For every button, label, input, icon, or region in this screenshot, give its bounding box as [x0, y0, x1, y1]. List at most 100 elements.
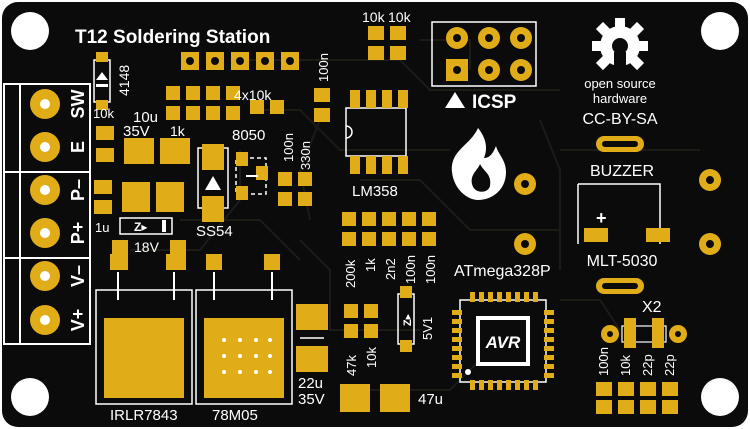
mcu-pin-pad — [544, 346, 554, 351]
resistor-array-4x10k — [166, 86, 240, 120]
open-source-hardware-gear-icon — [592, 18, 648, 74]
mcu-pin-pad — [452, 310, 462, 315]
label-4x10k: 4x10k — [234, 87, 272, 103]
crystal-label: X2 — [642, 299, 662, 316]
mcu-pin-pad — [533, 380, 538, 390]
oshw-license: CC-BY-SA — [583, 111, 658, 128]
mcu-pin-pad — [452, 346, 462, 351]
svg-text:Z▸: Z▸ — [402, 313, 414, 326]
label-x-22p-a: 22p — [640, 354, 655, 376]
crystal-passives — [596, 382, 678, 414]
label-1u: 1u — [95, 220, 109, 235]
label-2n2: 2n2 — [383, 258, 398, 280]
label-irlr7843: IRLR7843 — [110, 407, 178, 424]
mcu-pin-pad — [488, 292, 493, 302]
mcu-pin-pad — [544, 355, 554, 360]
small-pads-left — [94, 180, 184, 214]
mcu-pin-pad — [544, 364, 554, 369]
oshw-line2: hardware — [593, 91, 647, 106]
capacitor-100n-top — [314, 88, 330, 122]
resistors-10k-top — [368, 26, 406, 60]
mcu-pin-pad — [515, 380, 520, 390]
mosfet-irlr7843 — [95, 254, 193, 405]
capacitor-47u — [340, 384, 410, 412]
mcu-pin-pad — [506, 380, 511, 390]
label-x-10k: 10k — [618, 355, 633, 376]
flame-icon — [451, 128, 506, 200]
label-8050: 8050 — [232, 127, 265, 144]
label-47k: 47k — [344, 355, 359, 376]
connector-label-p-minus: P– — [68, 179, 88, 201]
resistor-pads-right — [250, 100, 284, 114]
transistor-8050 — [235, 152, 268, 200]
zener-5v1: Z▸ — [397, 286, 415, 352]
mcu-label: ATmega328P — [454, 263, 551, 280]
mcu-pin-pad — [470, 292, 475, 302]
buzzer-polarity: + — [596, 208, 607, 228]
mcu-pin-pad — [544, 337, 554, 342]
resistors-47k-10k — [344, 304, 378, 338]
label-ss54: SS54 — [196, 223, 233, 240]
svg-text:Z▸: Z▸ — [134, 220, 147, 234]
connector-label-p-plus: P+ — [68, 222, 88, 245]
label-22u: 22u — [298, 375, 323, 392]
icsp-label: ICSP — [472, 92, 517, 113]
diode-ss54 — [197, 144, 229, 222]
mcu-pin-pad — [497, 380, 502, 390]
buzzer-footprint — [577, 183, 670, 244]
label-icsp-10k-a: 10k — [362, 9, 386, 25]
mcu-pin-pad — [452, 373, 462, 378]
label-10k-bottom: 10k — [364, 347, 379, 368]
label-78m05: 78M05 — [212, 407, 258, 424]
mounting-holes — [11, 12, 739, 416]
label-4148: 4148 — [116, 65, 132, 96]
regulator-78m05 — [195, 254, 293, 405]
mcu-pin-pad — [524, 380, 529, 390]
mcu-pin-pad — [470, 380, 475, 390]
mcu-pin-pad — [452, 328, 462, 333]
label-47u: 47u — [418, 391, 443, 408]
label-330n: 330n — [298, 141, 313, 170]
header-pads — [181, 52, 299, 70]
label-10u: 10u — [133, 109, 158, 126]
diode-4148 — [93, 52, 111, 110]
connector-label-sw: SW — [68, 89, 88, 118]
label-1k: 1k — [363, 258, 378, 272]
mcu-pin-pad — [452, 355, 462, 360]
capacitor-10u — [124, 138, 190, 164]
connector-label-v-minus: V– — [68, 265, 88, 287]
passive-row — [342, 212, 436, 246]
board-title: T12 Soldering Station — [75, 27, 270, 48]
label-100n-top: 100n — [316, 53, 331, 82]
label-100n-mid: 100n — [281, 133, 296, 162]
mcu-pin-pad — [515, 292, 520, 302]
caps-100n-330n — [278, 172, 312, 206]
mcu-pin-pad — [524, 292, 529, 302]
resistor-10k-sw — [96, 126, 114, 162]
mcu-pin-pad — [452, 364, 462, 369]
opamp-lm358 — [345, 90, 408, 174]
mcu-pin-pad — [544, 328, 554, 333]
label-x-22p-b: 22p — [662, 354, 677, 376]
terminal-block — [3, 83, 91, 345]
connector-label-e: E — [68, 141, 88, 153]
label-22u-v: 35V — [298, 391, 325, 408]
oshw-line1: open source — [584, 76, 656, 91]
mcu-pin-pad — [497, 292, 502, 302]
label-lm358: LM358 — [352, 183, 398, 200]
mcu-pin-pad — [452, 337, 462, 342]
label-100n-b: 100n — [423, 255, 438, 284]
zener-18v: Z▸ — [119, 217, 173, 235]
label-5v1: 5V1 — [420, 317, 435, 340]
mcu-pin-pad — [452, 319, 462, 324]
mcu-pin-pad — [488, 380, 493, 390]
label-icsp-10k-b: 10k — [388, 9, 412, 25]
mcu-atmega328p — [452, 292, 554, 390]
buzzer-label: BUZZER — [590, 163, 654, 180]
mcu-logo: AVR — [485, 333, 521, 352]
connector-label-v-plus: V+ — [68, 309, 88, 332]
mcu-pin-pad — [479, 380, 484, 390]
label-35v: 35V — [123, 123, 150, 140]
mcu-pin-pad — [506, 292, 511, 302]
